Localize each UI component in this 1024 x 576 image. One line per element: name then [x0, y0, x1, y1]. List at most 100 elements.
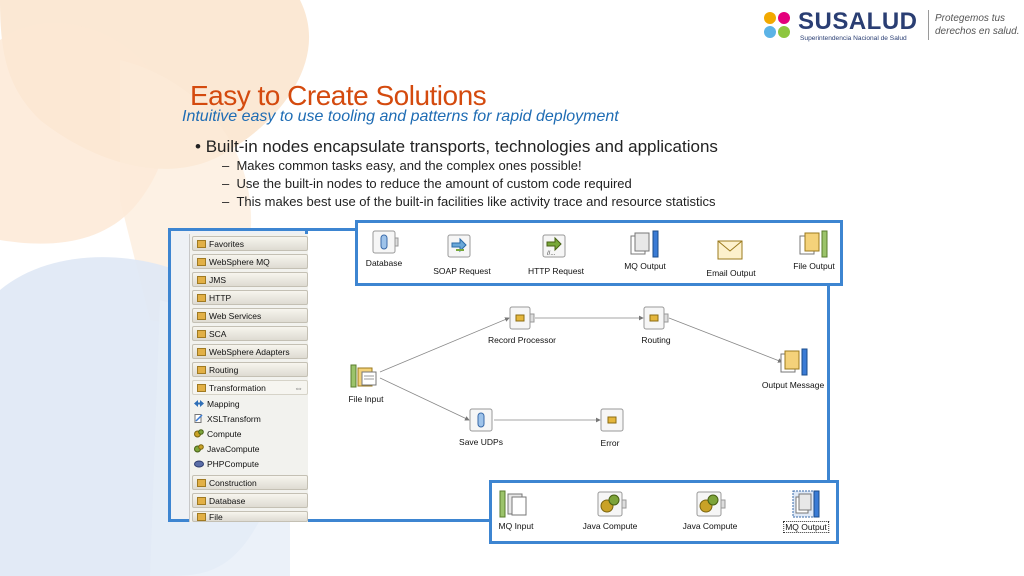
routing-node-icon[interactable]	[643, 306, 669, 330]
drawer-label: Favorites	[209, 238, 244, 249]
folder-icon	[197, 293, 206, 302]
folder-icon	[197, 478, 206, 487]
drawer-label: Routing	[209, 364, 239, 375]
folder-icon	[197, 496, 206, 505]
main-bullet: • Built-in nodes encapsulate transports,…	[195, 137, 718, 156]
mq-output-node-icon[interactable]	[629, 230, 661, 258]
drawer-label: SCA	[209, 328, 227, 339]
mq-output-node-icon[interactable]	[792, 490, 822, 518]
database-label: Database	[365, 258, 403, 268]
java-compute-node-icon[interactable]	[597, 491, 627, 517]
folder-icon	[197, 512, 206, 521]
drawer-label: File	[209, 511, 223, 522]
save-udps-node-icon[interactable]	[469, 408, 495, 432]
drawer-routing[interactable]: Routing	[192, 362, 308, 377]
item-label: PHPCompute	[207, 458, 259, 469]
slogan-line-2: derechos en salud.	[935, 26, 1020, 37]
soap-request-node-icon[interactable]	[446, 233, 476, 259]
email-output-label: Email Output	[706, 268, 756, 278]
drawer-websphere-mq[interactable]: WebSphere MQ	[192, 254, 308, 269]
item-label: Mapping	[207, 398, 240, 409]
drawer-construction[interactable]: Construction	[192, 475, 308, 490]
drawer-jms[interactable]: JMS	[192, 272, 308, 287]
folder-icon	[197, 311, 206, 320]
file-input-node-icon[interactable]	[350, 364, 380, 390]
brand-subtitle: Superintendencia Nacional de Salud	[800, 35, 907, 42]
php-compute-icon	[194, 460, 204, 468]
http-request-node-icon[interactable]: //...	[541, 233, 571, 259]
output-message-label: Output Message	[761, 380, 825, 390]
item-label: Compute	[207, 428, 242, 439]
palette-item-xsltransform[interactable]: XSLTransform	[194, 412, 261, 425]
drawer-http[interactable]: HTTP	[192, 290, 308, 305]
brand-divider	[928, 10, 929, 40]
folder-icon	[197, 365, 206, 374]
save-udps-label: Save UDPs	[459, 437, 503, 447]
drawer-label: HTTP	[209, 292, 232, 303]
palette-item-compute[interactable]: Compute	[194, 427, 242, 440]
collapse-icon[interactable]: ⇔	[294, 382, 303, 393]
routing-label: Routing	[641, 335, 671, 345]
sub-bullet: – Use the built-in nodes to reduce the a…	[222, 176, 632, 191]
drawer-transformation[interactable]: Transformation ⇔	[192, 380, 308, 395]
drawer-label: Database	[209, 495, 246, 506]
java-compute-icon	[194, 444, 204, 453]
drawer-label: Web Services	[209, 310, 262, 321]
slide-subtitle: Intuitive easy to use tooling and patter…	[182, 108, 619, 125]
folder-icon	[197, 257, 206, 266]
drawer-web-services[interactable]: Web Services	[192, 308, 308, 323]
error-node-icon[interactable]	[600, 408, 626, 432]
mq-input-label: MQ Input	[498, 521, 534, 531]
soap-request-label: SOAP Request	[433, 266, 491, 276]
main-bullet-text: Built-in nodes encapsulate transports, t…	[205, 137, 718, 156]
xsl-transform-icon	[194, 414, 203, 423]
slogan: Protegemos tus derechos en salud.	[935, 12, 1024, 38]
drawer-favorites[interactable]: Favorites	[192, 236, 308, 251]
drawer-label: Transformation	[209, 382, 266, 393]
sub-bullet-text: Makes common tasks easy, and the complex…	[236, 158, 582, 173]
drawer-label: Construction	[209, 477, 257, 488]
mq-input-node-icon[interactable]	[499, 490, 529, 518]
drawer-label: JMS	[209, 274, 226, 285]
error-label: Error	[600, 438, 620, 448]
slide-title: Easy to Create Solutions	[190, 80, 487, 111]
sub-bullet-text: This makes best use of the built-in faci…	[236, 194, 716, 209]
output-message-node-icon[interactable]	[779, 348, 809, 376]
compute-icon	[194, 429, 204, 438]
record-processor-node-icon[interactable]	[509, 306, 535, 330]
mq-output-label: MQ Output	[624, 261, 666, 271]
sub-bullet: – This makes best use of the built-in fa…	[222, 194, 716, 209]
folder-icon	[197, 329, 206, 338]
node-palette: Favorites WebSphere MQ JMS HTTP Web Serv…	[168, 228, 310, 522]
record-processor-label: Record Processor	[487, 335, 557, 345]
drawer-websphere-adapters[interactable]: WebSphere Adapters	[192, 344, 308, 359]
item-label: XSLTransform	[207, 413, 261, 424]
palette-item-phpcompute[interactable]: PHPCompute	[194, 457, 259, 470]
java-compute-label: Java Compute	[682, 521, 738, 531]
file-output-node-icon[interactable]	[798, 230, 830, 258]
drawer-file[interactable]: File	[192, 511, 308, 522]
folder-icon	[197, 275, 206, 284]
mq-flow-box	[489, 480, 839, 544]
item-label: JavaCompute	[207, 443, 260, 454]
drawer-label: WebSphere Adapters	[209, 346, 290, 357]
drawer-database[interactable]: Database	[192, 493, 308, 508]
drawer-sca[interactable]: SCA	[192, 326, 308, 341]
file-input-label: File Input	[348, 394, 384, 404]
palette-item-mapping[interactable]: Mapping	[194, 397, 240, 410]
built-in-nodes-box	[355, 220, 843, 286]
mq-output-label-selected: MQ Output	[783, 521, 829, 533]
logo-mark-icon	[764, 12, 790, 38]
svg-text://...: //...	[547, 251, 556, 257]
http-request-label: HTTP Request	[527, 266, 585, 276]
java-compute-node-icon[interactable]	[696, 491, 726, 517]
mapping-icon	[194, 400, 204, 407]
slogan-line-1: Protegemos tus	[935, 13, 1006, 24]
folder-open-icon	[197, 383, 206, 392]
drawer-label: WebSphere MQ	[209, 256, 270, 267]
brand-name: SUSALUD	[798, 8, 918, 35]
palette-item-javacompute[interactable]: JavaCompute	[194, 442, 259, 455]
sub-bullet-text: Use the built-in nodes to reduce the amo…	[236, 176, 632, 191]
email-output-node-icon[interactable]	[716, 238, 746, 264]
database-node-icon[interactable]	[371, 230, 399, 256]
